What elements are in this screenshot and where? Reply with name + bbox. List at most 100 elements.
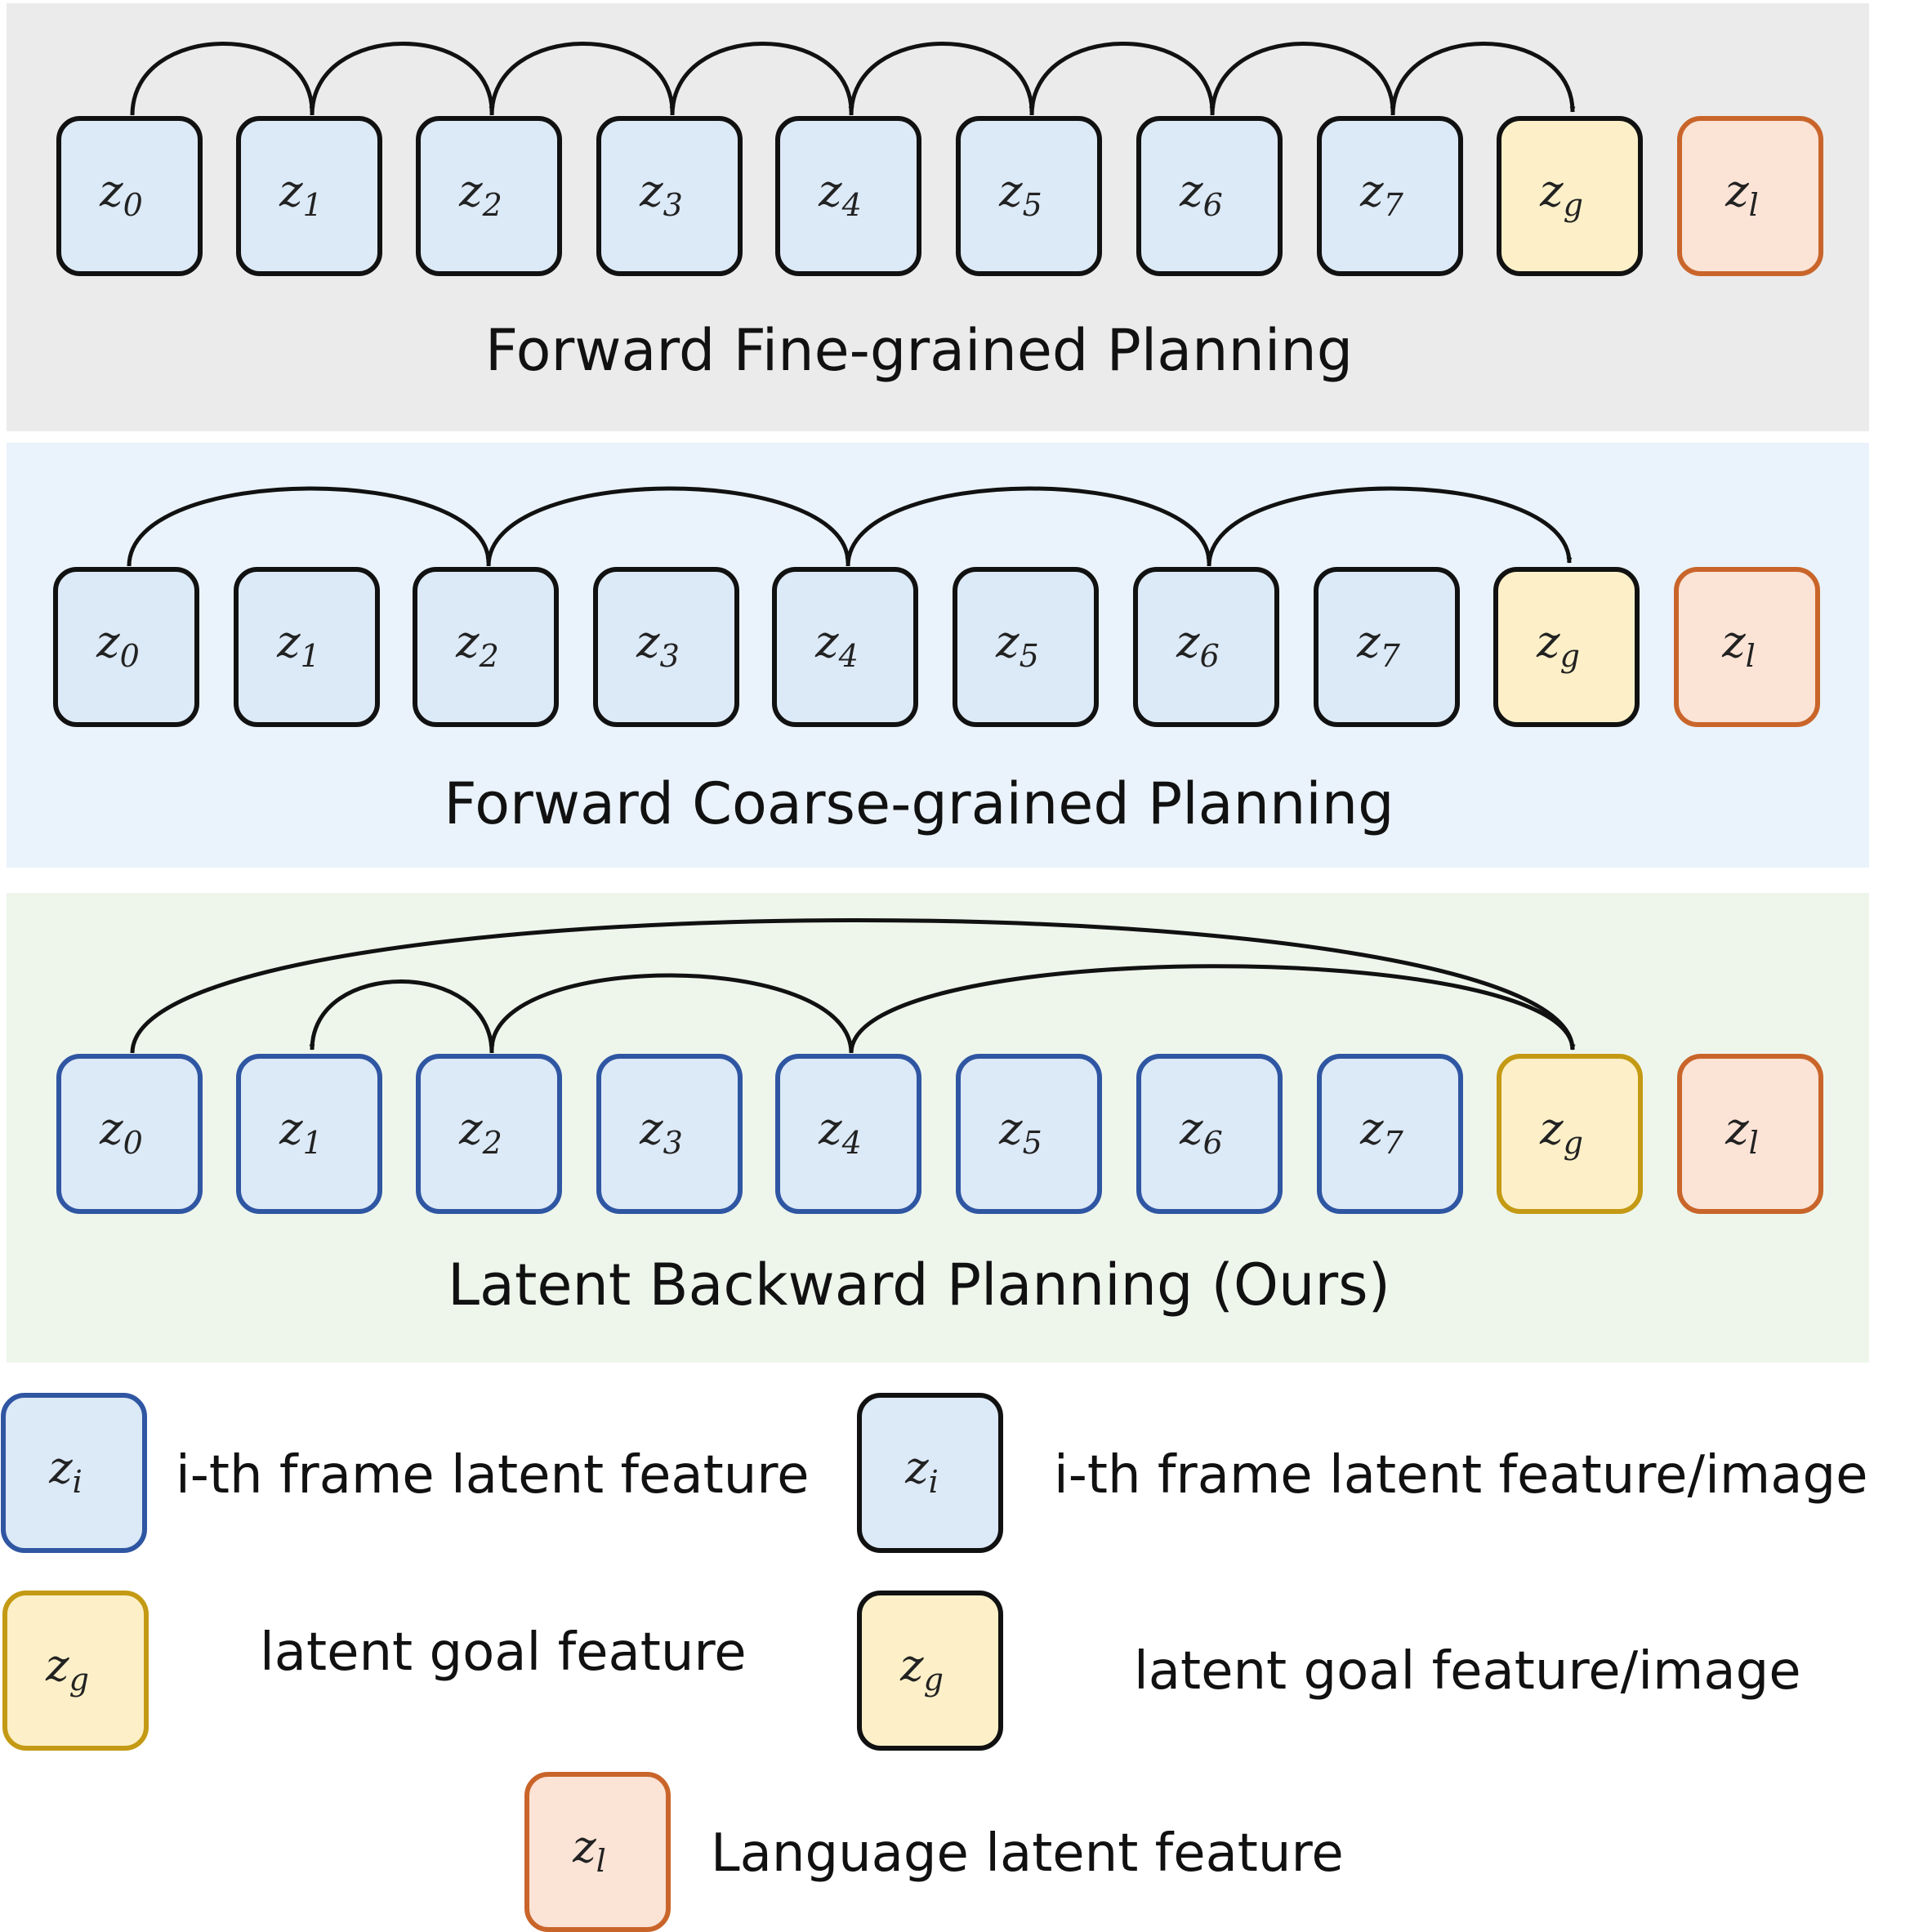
node-z6: z6 — [1133, 567, 1279, 727]
node-label: z2 — [458, 1103, 502, 1161]
legend-swatch-zg: zg — [2, 1591, 149, 1751]
arrow-z2-to-z3 — [489, 42, 676, 116]
arrow-z2-to-z4 — [486, 486, 851, 567]
legend: zi i-th frame latent feature zi i-th fra… — [1, 1393, 1867, 1932]
node-z3: z3 — [593, 567, 739, 727]
arrow-z6-to-zg — [1207, 486, 1573, 567]
arrow-z6-to-z7 — [1210, 42, 1396, 116]
arrows-latent-backward — [130, 918, 1576, 1054]
node-zg: zg — [1493, 567, 1640, 727]
node-box — [1677, 116, 1823, 276]
legend-label-language-feature: Language latent feature — [711, 1823, 1344, 1884]
node-z0: z0 — [56, 116, 203, 276]
node-zg: zg — [1497, 116, 1643, 276]
legend-frame-black-swatch: zi — [857, 1393, 1003, 1553]
legend-label-frame-feature-image: i-th frame latent feature/image — [1054, 1445, 1867, 1506]
node-box — [956, 1054, 1102, 1214]
node-zl: zl — [1677, 116, 1823, 276]
node-box — [775, 116, 921, 276]
node-z7: z7 — [1317, 1054, 1463, 1214]
node-label: zg — [899, 1640, 944, 1698]
legend-label-goal-feature-image: latent goal feature/image — [1134, 1641, 1801, 1702]
node-box — [2, 1591, 149, 1751]
node-box — [1497, 1054, 1643, 1214]
legend-label-goal-feature: latent goal feature — [260, 1622, 747, 1683]
legend-label-frame-feature: i-th frame latent feature — [176, 1445, 810, 1506]
node-box — [234, 567, 380, 727]
node-z1: z1 — [234, 567, 380, 727]
node-box — [857, 1393, 1003, 1553]
node-z3: z3 — [596, 116, 743, 276]
node-box — [596, 116, 743, 276]
node-box — [236, 116, 382, 276]
node-zg: zg — [1497, 1054, 1643, 1214]
node-box — [1493, 567, 1640, 727]
node-z7: z7 — [1317, 116, 1463, 276]
node-z5: z5 — [953, 567, 1099, 727]
node-box — [772, 567, 918, 727]
node-box — [1136, 116, 1283, 276]
node-z6: z6 — [1136, 116, 1283, 276]
node-box — [1317, 1054, 1463, 1214]
node-z1: z1 — [236, 116, 382, 276]
legend-goal-black-swatch: zg — [857, 1591, 1003, 1751]
node-box — [56, 116, 203, 276]
section-title-forward-fine: Forward Fine-grained Planning — [485, 317, 1353, 384]
node-box — [53, 567, 199, 727]
node-box — [1317, 116, 1463, 276]
legend-swatch-zg: zg — [857, 1591, 1003, 1751]
node-z4: z4 — [772, 567, 918, 727]
arrow-z0-to-z1 — [130, 42, 315, 116]
node-z3: z3 — [596, 1054, 743, 1214]
legend-frame-colored-swatch: zi — [1, 1393, 147, 1553]
node-label: z0 — [99, 1103, 143, 1161]
arrow-z4-to-z2 — [489, 973, 854, 1054]
arrow-z3-to-z4 — [670, 42, 854, 116]
node-label: zl — [1725, 165, 1759, 223]
arrow-z4-to-z5 — [849, 42, 1035, 116]
legend-swatch-zl: zl — [524, 1772, 671, 1932]
arrow-z4-to-zg — [849, 964, 1576, 1054]
legend-goal-colored-swatch: zg — [2, 1591, 149, 1751]
section-title-forward-coarse: Forward Coarse-grained Planning — [444, 770, 1394, 837]
node-box — [1133, 567, 1279, 727]
node-box — [1677, 1054, 1823, 1214]
node-z2: z2 — [416, 116, 562, 276]
node-box — [524, 1772, 671, 1932]
node-label: z5 — [998, 1103, 1042, 1161]
arrow-z0-to-zg — [130, 918, 1576, 1054]
node-label: zg — [1539, 1103, 1583, 1161]
arrow-z7-to-zg — [1390, 42, 1576, 116]
node-label: z7 — [1359, 1103, 1403, 1161]
node-box — [416, 116, 562, 276]
node-box — [236, 1054, 382, 1214]
arrow-z1-to-z2 — [310, 42, 495, 116]
node-box — [413, 567, 559, 727]
node-box — [1136, 1054, 1283, 1214]
node-box — [593, 567, 739, 727]
node-box — [1674, 567, 1820, 727]
arrows-forward-fine — [130, 42, 1576, 116]
node-z1: z1 — [236, 1054, 382, 1214]
node-z2: z2 — [416, 1054, 562, 1214]
node-label: z6 — [1179, 1103, 1223, 1161]
node-box — [416, 1054, 562, 1214]
node-box — [956, 116, 1102, 276]
node-box — [775, 1054, 921, 1214]
node-z0: z0 — [53, 567, 199, 727]
node-z4: z4 — [775, 116, 921, 276]
node-label: z4 — [814, 616, 859, 674]
node-z4: z4 — [775, 1054, 921, 1214]
node-z2: z2 — [413, 567, 559, 727]
node-z7: z7 — [1314, 567, 1460, 727]
node-z6: z6 — [1136, 1054, 1283, 1214]
node-z5: z5 — [956, 116, 1102, 276]
node-box — [953, 567, 1099, 727]
arrow-z4-to-z6 — [846, 486, 1212, 567]
node-box — [1497, 116, 1643, 276]
arrow-z2-to-z1 — [309, 979, 494, 1054]
arrows-forward-coarse — [127, 486, 1573, 567]
